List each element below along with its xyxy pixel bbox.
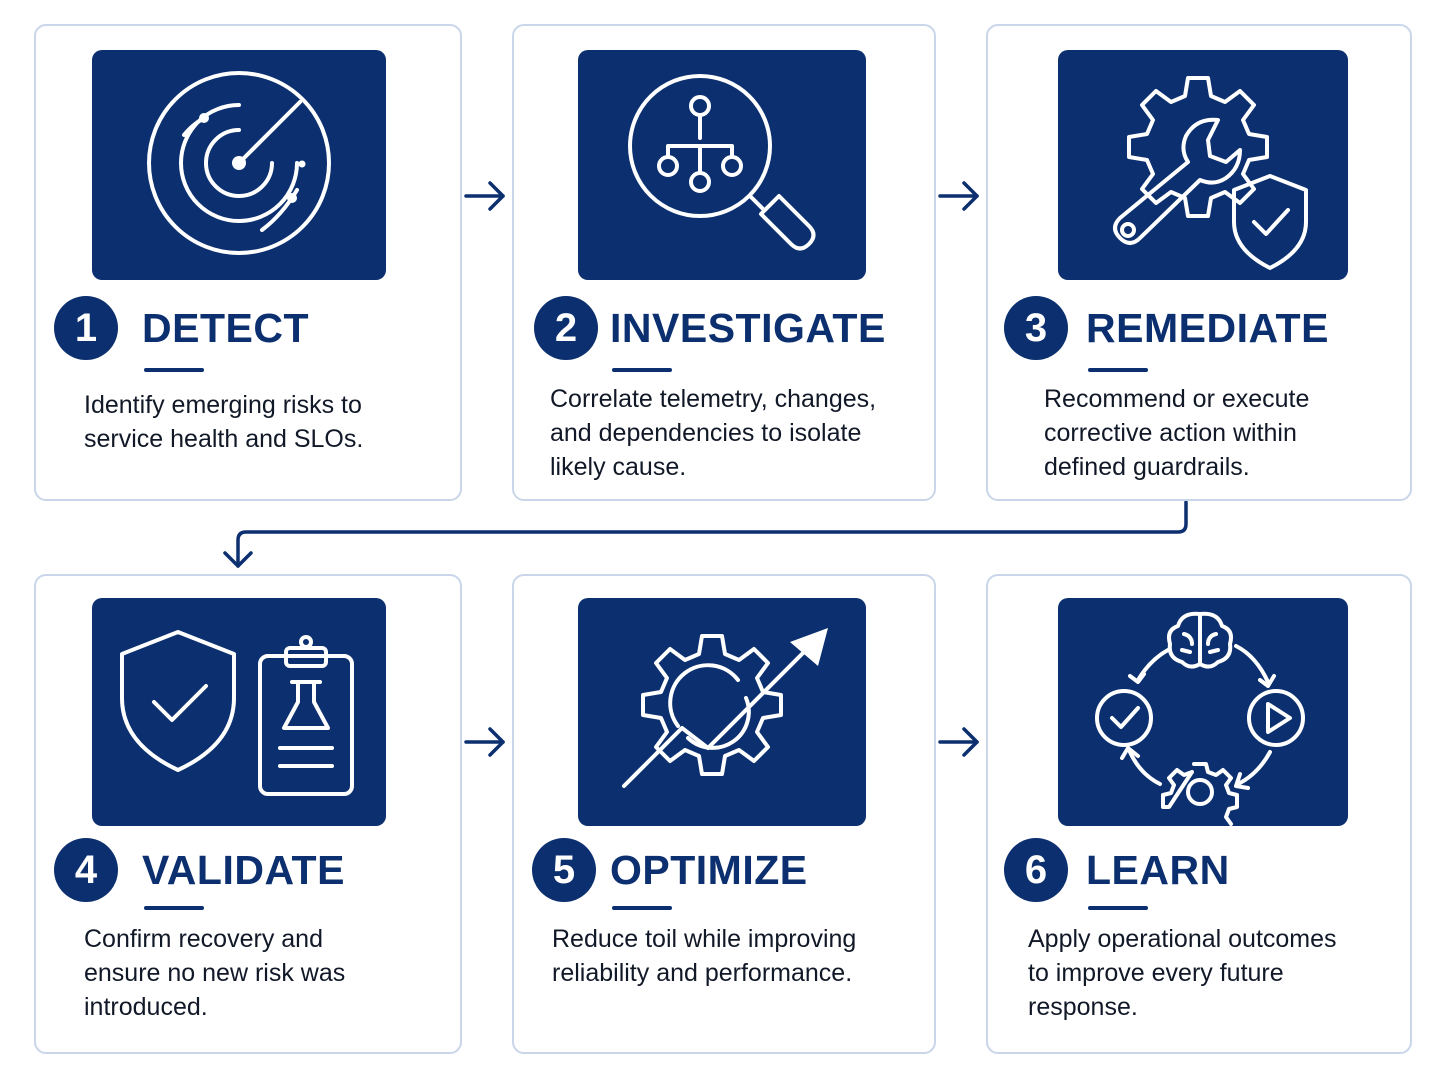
gear-wrench-shield-icon bbox=[1113, 76, 1308, 270]
arrow-2-to-3 bbox=[938, 181, 979, 211]
step-card-validate: 4 VALIDATE Confirm recovery and ensure n… bbox=[34, 574, 462, 1054]
step-number-badge: 6 bbox=[1004, 838, 1068, 902]
step-card-optimize: 5 OPTIMIZE Reduce toil while improving r… bbox=[512, 574, 936, 1054]
icon-panel bbox=[1058, 598, 1348, 826]
title-underline bbox=[144, 906, 204, 910]
icon-panel bbox=[92, 50, 386, 280]
step-number-badge: 3 bbox=[1004, 296, 1068, 360]
gear-trend-up-icon bbox=[622, 628, 828, 788]
icon-panel bbox=[578, 598, 866, 826]
step-number-badge: 5 bbox=[532, 838, 596, 902]
step-description: Identify emerging risks to service healt… bbox=[84, 391, 364, 453]
title-underline bbox=[1088, 906, 1148, 910]
step-description: Apply operational outcomes to improve ev… bbox=[1028, 925, 1337, 1021]
step-description: Confirm recovery and ensure no new risk … bbox=[84, 925, 346, 1021]
step-title: OPTIMIZE bbox=[610, 847, 808, 893]
step-title: DETECT bbox=[142, 305, 309, 351]
step-title: LEARN bbox=[1086, 847, 1230, 893]
title-underline bbox=[612, 368, 672, 372]
icon-panel bbox=[578, 50, 866, 280]
step-number-badge: 4 bbox=[54, 838, 118, 902]
step-card-investigate: 2 INVESTIGATE Correlate telemetry, chang… bbox=[512, 24, 936, 501]
step-description: Reduce toil while improving reliability … bbox=[552, 925, 857, 987]
arrow-1-to-2 bbox=[464, 181, 505, 211]
step-title: INVESTIGATE bbox=[610, 305, 886, 351]
cog-icon bbox=[1161, 762, 1239, 826]
step-title: REMEDIATE bbox=[1086, 305, 1329, 351]
play-circle-icon bbox=[1247, 689, 1305, 747]
check-circle-icon bbox=[1095, 689, 1153, 747]
step-title: VALIDATE bbox=[142, 847, 345, 893]
icon-panel bbox=[92, 598, 386, 826]
step-card-learn: 6 LEARN Apply operational outcomes to im… bbox=[986, 574, 1412, 1054]
step-card-remediate: 3 REMEDIATE Recommend or execute correct… bbox=[986, 24, 1412, 501]
arrow-4-to-5 bbox=[464, 727, 505, 757]
arrow-3-to-4 bbox=[223, 500, 1188, 568]
magnifier-network-icon bbox=[628, 74, 816, 251]
step-description: Recommend or execute corrective action w… bbox=[1044, 385, 1310, 481]
arrow-5-to-6 bbox=[938, 727, 979, 757]
shield-clipboard-icon bbox=[120, 630, 354, 796]
radar-icon bbox=[147, 71, 331, 255]
step-number-badge: 1 bbox=[54, 296, 118, 360]
learning-cycle-icon bbox=[1095, 611, 1305, 826]
step-description: Correlate telemetry, changes, and depend… bbox=[550, 385, 877, 481]
icon-panel bbox=[1058, 50, 1348, 280]
step-card-detect: 1 DETECT Identify emerging risks to serv… bbox=[34, 24, 462, 501]
title-underline bbox=[144, 368, 204, 372]
title-underline bbox=[1088, 368, 1148, 372]
title-underline bbox=[612, 906, 672, 910]
step-number-badge: 2 bbox=[534, 296, 598, 360]
